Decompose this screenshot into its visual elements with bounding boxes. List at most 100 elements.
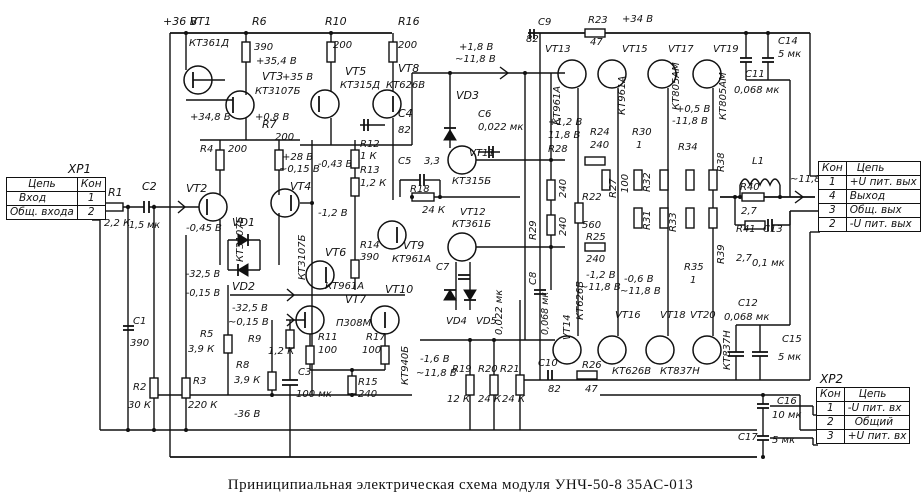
label-C15: C15: [782, 334, 802, 345]
label-C5-value: 3,3: [424, 156, 440, 167]
xp1-header-pin: Кон: [76, 177, 106, 192]
label-R20-value: 24 К: [478, 394, 502, 405]
VT2-transistor: [198, 192, 228, 222]
label-v325a-ac: -0,15 В: [186, 288, 220, 299]
xp2-row-pin: 3: [816, 429, 845, 444]
VT8-transistor: [372, 89, 402, 119]
R27-resistor: [601, 169, 611, 191]
label-C15-value: 5 мк: [778, 352, 801, 363]
xp1-row-pin: 1: [76, 191, 106, 206]
R14-resistor: [350, 259, 360, 279]
output-header-pin: Кон: [818, 161, 847, 176]
xp1-header-net: Цепь: [6, 177, 78, 192]
label-R34: R34: [678, 142, 698, 153]
xp1-row-pin: 2: [76, 205, 106, 220]
label-C17-value: 5 мк: [772, 435, 795, 446]
label-R19-value: 12 К: [447, 394, 471, 405]
label-v06: -0,6 В: [624, 274, 654, 285]
VT14-transistor: [552, 335, 582, 365]
R10-resistor: [326, 41, 336, 63]
label-v05: +0,5 В: [676, 104, 710, 115]
label-v35: +35 В: [282, 72, 313, 83]
R30-resistor: [659, 169, 669, 191]
label-C12-value: 0,068 мк: [724, 312, 769, 323]
label-R6: R6: [252, 15, 267, 28]
label-C14: C14: [778, 36, 798, 47]
R38-resistor: [708, 169, 718, 191]
label-VT16-type: КТ626В: [612, 366, 651, 377]
label-C7: C7: [436, 262, 450, 273]
label-VT20-type: КТ837Н: [722, 330, 733, 370]
label-R24: R24: [590, 127, 610, 138]
VT18-transistor: [645, 335, 675, 365]
label-VT17-type: КТ805АМ: [671, 62, 682, 110]
output-stage: [574, 33, 820, 457]
R33-resistor: [659, 207, 669, 229]
label-R21: R21: [500, 364, 520, 375]
label-R17: R17: [366, 332, 386, 343]
VT17-transistor: [647, 59, 677, 89]
xp2-header-row: Кон Цепь: [816, 387, 911, 402]
label-R14: R14: [360, 240, 380, 251]
label-VT18: VT18: [660, 310, 686, 321]
VD1-diode: [237, 233, 249, 247]
R39-resistor: [708, 207, 718, 229]
R35-resistor: [685, 207, 695, 229]
output-row-net: Общ. вых: [845, 203, 921, 218]
label-R20: R20: [478, 364, 498, 375]
label-v043: -0,43 В: [318, 159, 352, 170]
xp2-connector-table: Кон Цепь 1 -U пит. вх 2 Общий 3 +U пит. …: [816, 387, 911, 444]
label-VT1: VT1: [190, 15, 211, 28]
xp2-row: 2 Общий: [816, 415, 911, 430]
label-R35: R35: [684, 262, 704, 273]
R13-resistor: [350, 177, 360, 197]
output-row-net: -U пит. вых: [845, 217, 921, 232]
label-v045: -0,45 В: [186, 223, 222, 234]
label-C12: C12: [738, 298, 758, 309]
label-R4: R4: [200, 144, 213, 155]
label-VT20: VT20: [690, 310, 716, 321]
label-R7-value: 200: [275, 132, 294, 143]
label-R26-value: 47: [585, 384, 598, 395]
label-C11: C11: [745, 69, 765, 80]
label-VT6-type: КТ961А: [325, 281, 364, 292]
VD5-diode: [463, 289, 477, 301]
R3-resistor: [181, 377, 191, 399]
label-R28-value: 240: [558, 179, 569, 198]
R23-resistor: [584, 28, 606, 38]
label-VT15: VT15: [622, 44, 648, 55]
label-R26: R26: [582, 360, 602, 371]
label-v16: -1,6 В: [420, 354, 450, 365]
R32-resistor: [633, 169, 643, 191]
label-v12c: -1,2 В: [586, 270, 616, 281]
output-row-net: Выход: [845, 189, 921, 204]
label-C14-value: 5 мк: [778, 49, 801, 60]
output-row: 4 Выход: [818, 189, 921, 204]
junctions: [410, 31, 782, 459]
label-R21-value: 24 К: [502, 394, 526, 405]
label-v12a: -1,2 В: [318, 208, 348, 219]
label-R33: R33: [668, 212, 679, 232]
VD2-diode: [237, 263, 249, 277]
R4-resistor: [215, 149, 225, 171]
label-VT12-type: КТ361Б: [452, 219, 491, 230]
signal-arrow: [499, 66, 510, 80]
label-C9-value: 82: [526, 34, 539, 45]
label-R2: R2: [133, 382, 146, 393]
label-v28: +28 В: [282, 152, 313, 163]
label-C10-value: 82: [548, 384, 561, 395]
L1-inductor: [739, 178, 781, 187]
R21-resistor: [515, 374, 525, 396]
label-VT14: VT14: [562, 314, 573, 340]
label-VD3: VD3: [456, 89, 479, 102]
label-R23-value: 47: [590, 37, 603, 48]
R41-resistor: [744, 220, 766, 230]
output-header-row: Кон Цепь: [818, 161, 921, 176]
R20-resistor: [489, 374, 499, 396]
R29-resistor: [546, 214, 556, 236]
label-VT6: VT6: [325, 246, 346, 259]
label-R22-value: 560: [582, 220, 601, 231]
label-R2-value: 30 К: [128, 400, 152, 411]
rotated-labels: КТ3107Б КТ3107Б КТ940Б 0,022 мк C8 0,068…: [235, 62, 733, 385]
